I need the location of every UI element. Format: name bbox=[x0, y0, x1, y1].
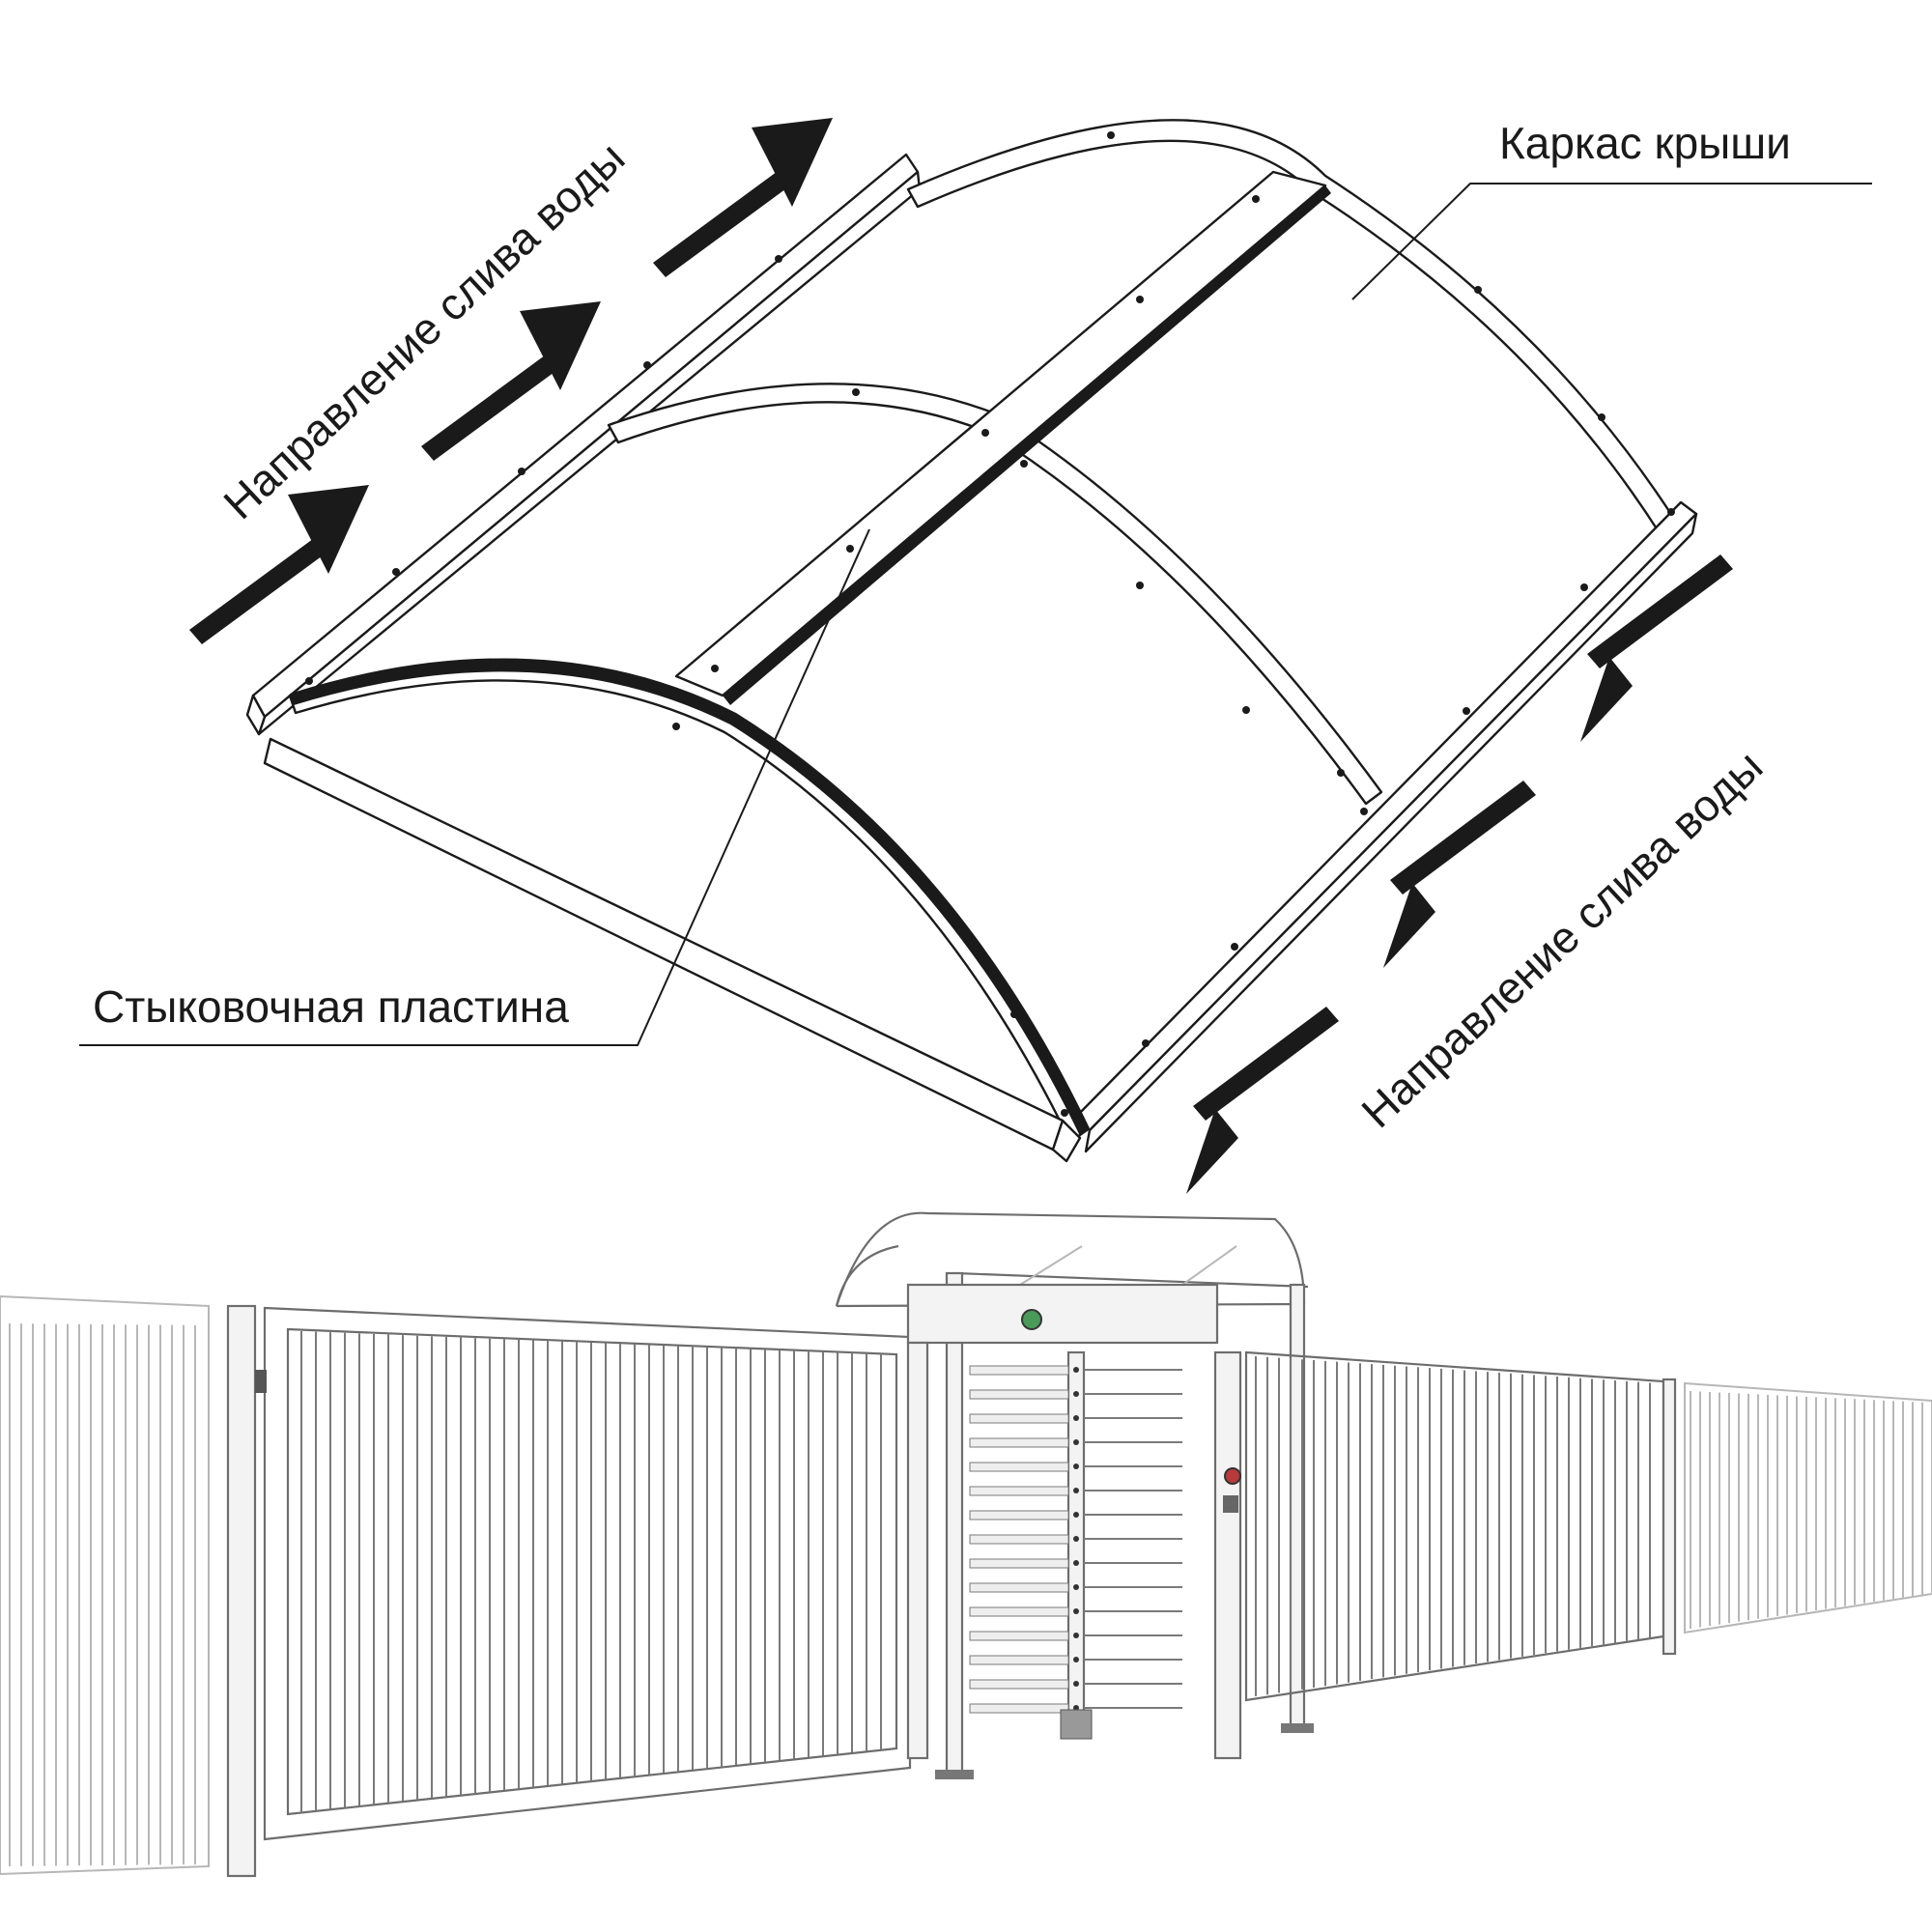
front-arch bbox=[288, 660, 1089, 1144]
fence-panel-far-right bbox=[1684, 1381, 1932, 1634]
turnstile-arm bbox=[969, 1703, 1069, 1714]
roof-frame-callout: Каркас крыши bbox=[1351, 118, 1872, 300]
turnstile-arm bbox=[969, 1679, 1069, 1690]
turnstile-arm bbox=[969, 1365, 1069, 1376]
turnstile-hub-bolt bbox=[1073, 1488, 1079, 1493]
docking-plate-center bbox=[723, 185, 1331, 705]
turnstile-hub-bolt bbox=[1073, 1657, 1079, 1662]
turnstile-hub-bolt bbox=[1073, 1512, 1079, 1518]
turnstile-arm bbox=[969, 1534, 1069, 1545]
turnstile-hub-bolt bbox=[1073, 1584, 1079, 1590]
turnstile-arm bbox=[969, 1631, 1069, 1641]
water-arrows-right bbox=[1186, 554, 1733, 1194]
arrow-left-2 bbox=[421, 301, 601, 461]
turnstile-hub-bolt bbox=[1073, 1681, 1079, 1687]
gate-hinge bbox=[255, 1370, 267, 1393]
turnstile-hub-bolt bbox=[1073, 1633, 1079, 1638]
turnstile-arm bbox=[969, 1486, 1069, 1496]
fence-panel-right bbox=[1244, 1350, 1665, 1702]
turnstile-hub-bolt bbox=[1073, 1415, 1079, 1421]
fence-post-right bbox=[1662, 1378, 1677, 1656]
middle-arch bbox=[607, 383, 1383, 806]
turnstile-arm bbox=[969, 1582, 1069, 1593]
arrow-left-1 bbox=[189, 485, 369, 644]
turnstile-hub-bolt bbox=[1073, 1536, 1079, 1542]
turnstile-hub-bolt bbox=[1073, 1439, 1079, 1445]
left-eave-rail bbox=[245, 153, 922, 736]
turnstile-red-indicator-icon bbox=[1224, 1467, 1241, 1485]
turnstile-arm bbox=[969, 1462, 1069, 1472]
turnstile-arm bbox=[969, 1437, 1069, 1448]
fence-post-left bbox=[226, 1304, 257, 1878]
turnstile-hub-bolt bbox=[1073, 1560, 1079, 1566]
roof-frame bbox=[245, 119, 1698, 1163]
arrow-right-1 bbox=[1580, 554, 1733, 742]
canopy-post-left bbox=[945, 1271, 964, 1777]
arrow-left-3 bbox=[653, 118, 833, 277]
turnstile bbox=[906, 1283, 1242, 1760]
docking-plate-front bbox=[290, 658, 1090, 1136]
right-eave-rail bbox=[1072, 500, 1698, 1153]
label-roof-frame: Каркас крыши bbox=[1499, 118, 1791, 168]
turnstile-hub-bolt bbox=[1073, 1463, 1079, 1469]
center-purlin bbox=[674, 170, 1331, 705]
water-arrows-left bbox=[189, 118, 833, 644]
docking-plate-callout: Стыковочная пластина bbox=[79, 528, 870, 1046]
arrow-right-3 bbox=[1186, 1007, 1339, 1194]
fence-panel-far-left bbox=[0, 1294, 210, 1876]
front-bottom-bar bbox=[263, 737, 1065, 1151]
arrow-right-2 bbox=[1383, 781, 1536, 968]
turnstile-green-indicator-icon bbox=[1021, 1309, 1042, 1330]
turnstile-hub-bolt bbox=[1073, 1391, 1079, 1397]
turnstile-arm bbox=[969, 1606, 1069, 1617]
turnstile-arm bbox=[969, 1655, 1069, 1665]
turnstile-arm bbox=[969, 1510, 1069, 1520]
turnstile-hub-bolt bbox=[1073, 1367, 1079, 1373]
turnstile-arm bbox=[969, 1413, 1069, 1424]
turnstile-hub-bolt bbox=[1073, 1608, 1079, 1614]
gate-panel bbox=[255, 1306, 912, 1841]
bolt-holes bbox=[305, 131, 1675, 1117]
turnstile-arm bbox=[969, 1389, 1069, 1400]
label-docking-plate: Стыковочная пластина bbox=[93, 981, 569, 1032]
turnstile-arm bbox=[969, 1558, 1069, 1569]
fence-illustration bbox=[0, 1211, 1932, 1878]
